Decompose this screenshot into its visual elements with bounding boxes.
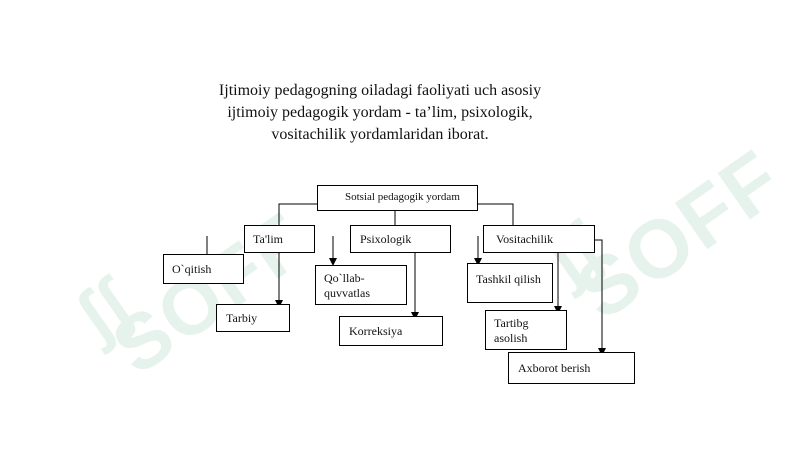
node-tartibg-label-1: Tartibg [494,316,529,330]
node-qollab-label-2: quvvatlas [324,286,370,300]
node-korreksiya-label: Korreksiya [349,324,403,338]
node-tashkil: Tashkil qilish [467,263,553,303]
node-qollab-label-1: Qo`llab- [324,271,365,285]
node-axborot: Axborot berish [508,352,635,384]
node-axborot-label: Axborot berish [518,361,591,375]
node-root: Sotsial pedagogik yordam [317,185,478,211]
node-korreksiya: Korreksiya [339,316,443,346]
node-tartibg-label-2: asolish [494,331,528,345]
node-oqitish-label: O`qitish [172,262,212,276]
node-qollab: Qo`llab- quvvatlas [315,265,407,305]
node-psixologik-label: Psixologik [360,232,412,246]
connector-root-vositachilik [478,203,514,225]
node-oqitish: O`qitish [163,254,244,284]
node-root-label: Sotsial pedagogik yordam [345,191,460,203]
connector-root-talim [278,203,317,225]
node-tartibg: Tartibg asolish [485,310,567,350]
node-vositachilik-label: Vositachilik [496,232,554,246]
node-tashkil-label: Tashkil qilish [476,272,541,286]
arrow-to-axborot [594,239,606,356]
slide-heading: Ijtimoiy pedagogning oiladagi faoliyati … [180,80,580,146]
node-tarbiy: Tarbiy [216,304,290,332]
node-psixologik: Psixologik [350,225,451,253]
node-talim-label: Ta'lim [253,232,283,246]
node-tarbiy-label: Tarbiy [226,311,258,325]
heading-line-3: vositachilik yordamlaridan iborat. [271,126,489,143]
heading-line-1: Ijtimoiy pedagogning oiladagi faoliyati … [218,82,542,99]
node-vositachilik: Vositachilik [483,225,595,253]
node-talim: Ta'lim [244,225,315,253]
heading-line-2: ijtimoiy pedagogik yordam - ta’lim, psix… [227,104,533,121]
